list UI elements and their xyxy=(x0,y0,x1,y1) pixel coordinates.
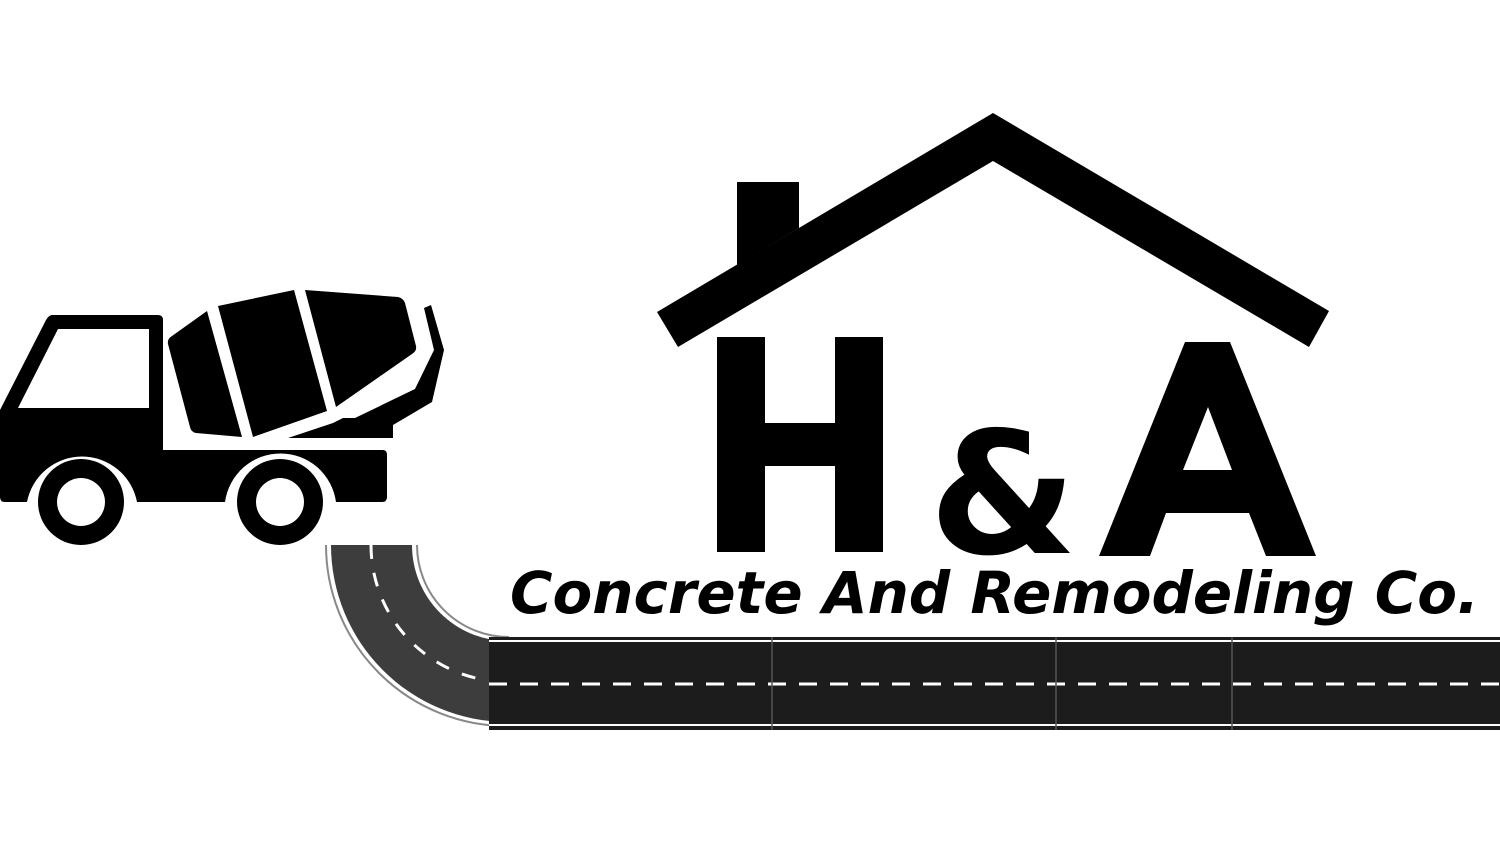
house-roof-icon xyxy=(657,113,1329,347)
road-curve-center-line xyxy=(369,544,493,683)
ampersand-text: & xyxy=(929,396,1077,594)
brand-initials: & xyxy=(717,337,1316,594)
drum-segment-2 xyxy=(218,290,327,437)
drum-segment-1 xyxy=(167,311,242,437)
road-curve-edge xyxy=(325,544,508,727)
road-curve xyxy=(331,545,508,722)
cement-mixer-truck-icon xyxy=(0,290,444,545)
drum-segment-3 xyxy=(305,290,417,407)
letter-a-shape xyxy=(1099,342,1316,556)
truck-cab xyxy=(0,315,387,502)
letter-h-shape xyxy=(717,337,883,552)
roof xyxy=(657,113,1329,347)
curved-road-icon xyxy=(325,544,1500,730)
road-curve-inner-edge xyxy=(416,544,510,638)
tagline-text: Concrete And Remodeling Co. xyxy=(510,559,1479,627)
wheel-rear xyxy=(237,459,323,545)
drum-chute xyxy=(288,305,444,438)
chimney xyxy=(737,182,799,265)
wheel-front xyxy=(38,459,124,545)
